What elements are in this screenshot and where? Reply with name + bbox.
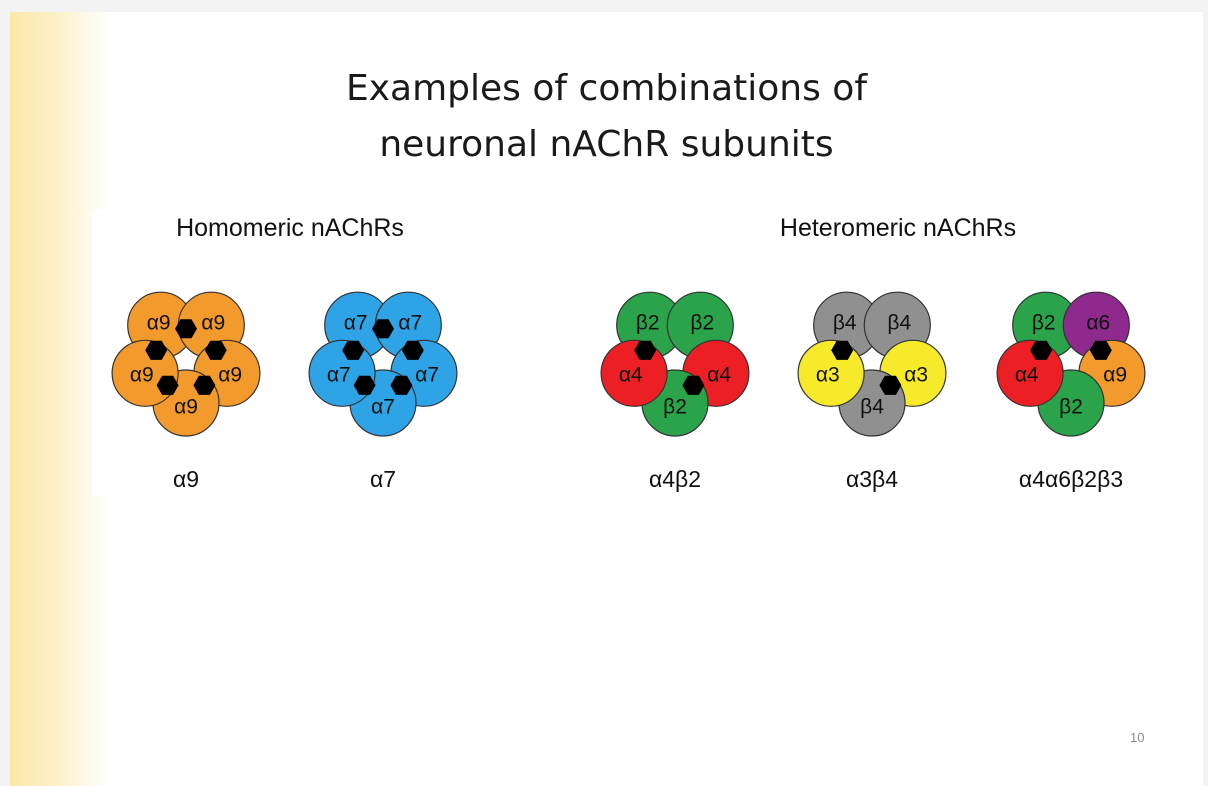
page-number: 10 — [1130, 730, 1145, 745]
homomeric-heading: Homomeric nAChRs — [176, 214, 404, 242]
binding-site-hexagon — [1030, 340, 1053, 360]
receptor-a4a6b2b3: β2 α6 α9 β2 α4 — [996, 291, 1146, 437]
subunit-label: α7 — [371, 395, 395, 418]
subunit-label: β4 — [887, 311, 911, 334]
binding-site-hexagon — [831, 340, 854, 360]
receptor-a7: α7 α7 α7 α7 α7 — [308, 291, 458, 437]
binding-site-hexagon — [1089, 340, 1112, 360]
binding-site-hexagon — [175, 319, 197, 339]
binding-site-hexagon — [879, 375, 902, 395]
binding-site-hexagon — [634, 340, 657, 360]
subunit-label: α4 — [1015, 363, 1039, 386]
receptor-caption-a3b4: α3β4 — [845, 466, 899, 492]
subunit-label: β4 — [860, 395, 884, 418]
subunit-label: α9 — [147, 311, 171, 334]
binding-site-hexagon — [401, 340, 424, 360]
subunit-label: β2 — [690, 311, 714, 334]
receptor-caption-a7: α7 — [369, 466, 397, 492]
subunit-label: α9 — [201, 311, 225, 334]
binding-site-hexagon — [145, 340, 168, 360]
subunit-label: α9 — [218, 363, 242, 386]
receptor-a3b4: β4 β4 α3 β4 α3 — [797, 291, 947, 437]
subunit-label: α7 — [415, 363, 439, 386]
binding-site-hexagon — [204, 340, 227, 360]
heteromeric-heading: Heteromeric nAChRs — [779, 214, 1017, 242]
subunit-label: β2 — [1032, 311, 1056, 334]
subunit-label: α6 — [1086, 311, 1110, 334]
subunit-label: α3 — [904, 363, 928, 386]
slide-title-line-1: Examples of combinations of — [346, 68, 867, 109]
slide-title-line-2: neuronal nAChR subunits — [379, 124, 834, 165]
subunit-label: α7 — [344, 311, 368, 334]
subunit-label: α9 — [130, 363, 154, 386]
binding-site-hexagon — [342, 340, 365, 360]
binding-site-hexagon — [156, 375, 179, 395]
subunit-label: β2 — [663, 395, 687, 418]
receptor-caption-a4b2: α4β2 — [648, 466, 702, 492]
binding-site-hexagon — [682, 375, 705, 395]
subunit-label: β4 — [833, 311, 857, 334]
subunit-label: α3 — [816, 363, 840, 386]
subunit-label: α4 — [619, 363, 643, 386]
subunit-label: β2 — [1059, 395, 1083, 418]
receptor-a9: α9 α9 α9 α9 α9 — [111, 291, 261, 437]
subunit-label: α7 — [327, 363, 351, 386]
receptor-a4b2: β2 β2 α4 β2 α4 — [600, 291, 750, 437]
receptor-caption-a9: α9 — [172, 466, 200, 492]
receptor-caption-a4a6b2b3: α4α6β2β3 — [1018, 466, 1124, 492]
binding-site-hexagon — [372, 319, 394, 339]
subunit-label: α4 — [707, 363, 731, 386]
binding-site-hexagon — [353, 375, 376, 395]
subunit-label: α9 — [1103, 363, 1127, 386]
subunit-label: α9 — [174, 395, 198, 418]
binding-site-hexagon — [390, 375, 413, 395]
subunit-label: β2 — [636, 311, 660, 334]
subunit-label: α7 — [398, 311, 422, 334]
binding-site-hexagon — [193, 375, 216, 395]
